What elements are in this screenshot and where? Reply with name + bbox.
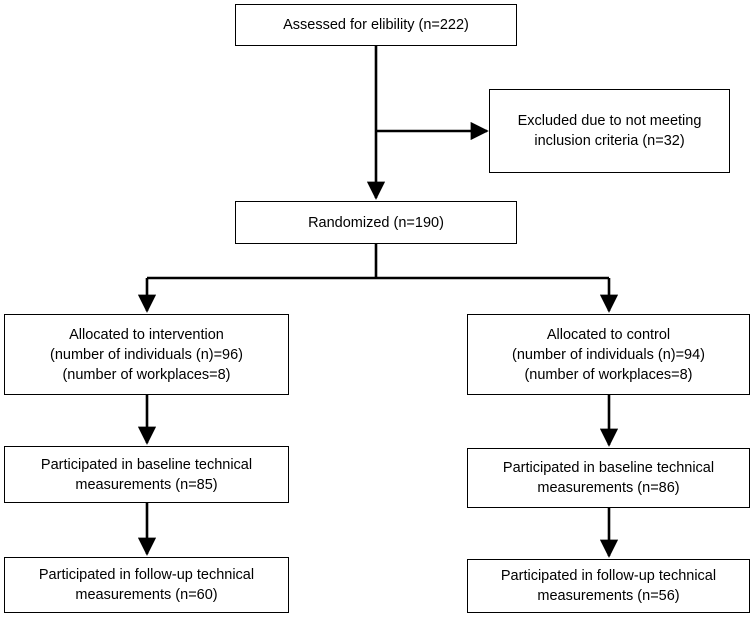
followup-control-line1: Participated in follow-up technical (500, 568, 717, 584)
excluded-box: Excluded due to not meeting inclusion cr… (489, 89, 730, 173)
assessed-text: Assessed for elibility (n=222) (283, 17, 469, 33)
followup-intervention-line2: measurements (n=60) (75, 587, 218, 603)
baseline-control-box: Participated in baseline technical measu… (467, 448, 750, 508)
followup-intervention-line1: Participated in follow-up technical (38, 567, 255, 583)
alloc-control-line3: (number of workplaces=8) (524, 366, 693, 383)
baseline-control-line2: measurements (n=86) (537, 480, 680, 496)
alloc-intervention-box: Allocated to intervention (number of ind… (4, 314, 289, 395)
alloc-intervention-line2: (number of individuals (n)=96) (49, 346, 244, 363)
alloc-control-line1: Allocated to control (546, 326, 671, 343)
alloc-intervention-line3: (number of workplaces=8) (62, 366, 231, 383)
followup-control-line2: measurements (n=56) (537, 588, 680, 604)
baseline-intervention-line2: measurements (n=85) (75, 476, 218, 493)
randomized-text: Randomized (n=190) (308, 214, 444, 231)
alloc-control-line2: (number of individuals (n)=94) (511, 346, 706, 363)
baseline-control-line1: Participated in baseline technical (502, 460, 715, 476)
assessed-box: Assessed for elibility (n=222) (235, 4, 517, 46)
excluded-text-line2: inclusion criteria (n=32) (534, 133, 685, 149)
randomized-box: Randomized (n=190) (235, 201, 517, 244)
alloc-control-box: Allocated to control (number of individu… (467, 314, 750, 395)
baseline-intervention-box: Participated in baseline technical measu… (4, 446, 289, 503)
baseline-intervention-line1: Participated in baseline technical (40, 456, 253, 473)
followup-intervention-box: Participated in follow-up technical meas… (4, 557, 289, 613)
excluded-text-line1: Excluded due to not meeting (517, 113, 702, 129)
followup-control-box: Participated in follow-up technical meas… (467, 559, 750, 613)
alloc-intervention-line1: Allocated to intervention (69, 326, 224, 343)
